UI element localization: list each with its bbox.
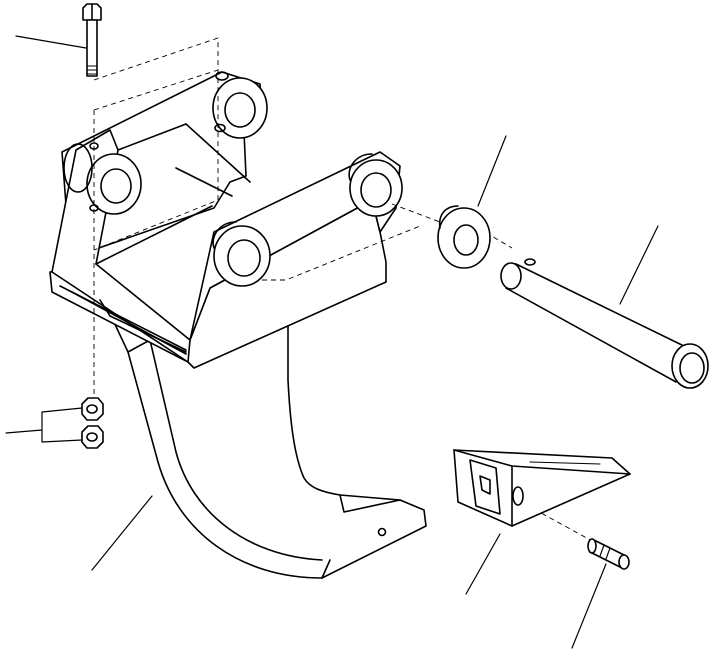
bracket-part [49, 71, 403, 369]
leader-tip [465, 533, 501, 595]
tip-pin-part [587, 538, 630, 570]
shank-part [111, 311, 427, 579]
leader-nut [5, 407, 83, 443]
leader-shank [91, 495, 153, 571]
leader-bolt [15, 35, 87, 49]
leader-pin [619, 225, 659, 305]
bolt-part [82, 3, 102, 77]
nut-part [81, 397, 104, 449]
leader-washer [477, 135, 507, 207]
hidden-lines [93, 37, 595, 543]
pin-part [500, 258, 709, 389]
spacer-washer-part [437, 205, 491, 269]
leader-lines [5, 35, 659, 649]
leader-tip-pin [571, 563, 607, 649]
tip-part [453, 449, 631, 527]
